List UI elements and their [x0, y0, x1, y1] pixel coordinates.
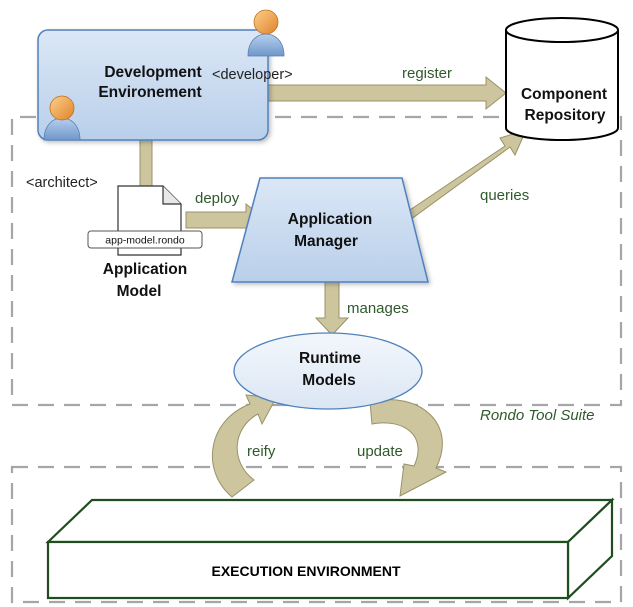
- queries-arrow: [397, 129, 527, 226]
- tool-suite-label: Rondo Tool Suite: [480, 407, 595, 424]
- development-environment-node[interactable]: [37, 29, 269, 141]
- app-manager-title-line1: Application: [288, 211, 372, 228]
- app-manager-title-line2: Manager: [294, 233, 358, 250]
- component-repo-title-line2: Repository: [525, 107, 606, 124]
- developer-person-icon: [247, 9, 285, 57]
- manages-label: manages: [347, 300, 409, 317]
- execution-environment-node[interactable]: [45, 497, 615, 601]
- architect-person-icon: [43, 95, 81, 141]
- execution-boundary: [10, 465, 623, 604]
- reify-label: reify: [247, 443, 276, 460]
- dev-env-title-line2: Environement: [98, 84, 201, 101]
- register-label: register: [402, 65, 452, 82]
- component-repo-title-line1: Component: [521, 86, 607, 103]
- app-model-title-line2: Model: [117, 283, 162, 300]
- update-arrow: [369, 399, 448, 497]
- application-manager-node[interactable]: [231, 177, 429, 283]
- register-arrow: [267, 75, 507, 111]
- app-model-title-line1: Application: [103, 261, 187, 278]
- dev-to-model-connector: [139, 139, 153, 191]
- runtime-models-title-line2: Models: [302, 372, 355, 389]
- architect-role-label: <architect>: [26, 175, 98, 191]
- update-label: update: [357, 443, 403, 460]
- app-model-filename-tag: [87, 230, 203, 249]
- deploy-label: deploy: [195, 190, 240, 207]
- runtime-models-title-line1: Runtime: [299, 350, 361, 367]
- dev-env-title-line1: Development: [104, 64, 201, 81]
- developer-role-label: <developer>: [212, 67, 293, 83]
- tool-suite-boundary: [10, 115, 623, 407]
- component-repository-node[interactable]: [505, 17, 619, 141]
- app-model-filename: app-model.rondo: [105, 235, 185, 247]
- runtime-models-node[interactable]: [233, 332, 423, 410]
- execution-environment-label: EXECUTION ENVIRONMENT: [211, 563, 400, 579]
- queries-label: queries: [480, 187, 529, 204]
